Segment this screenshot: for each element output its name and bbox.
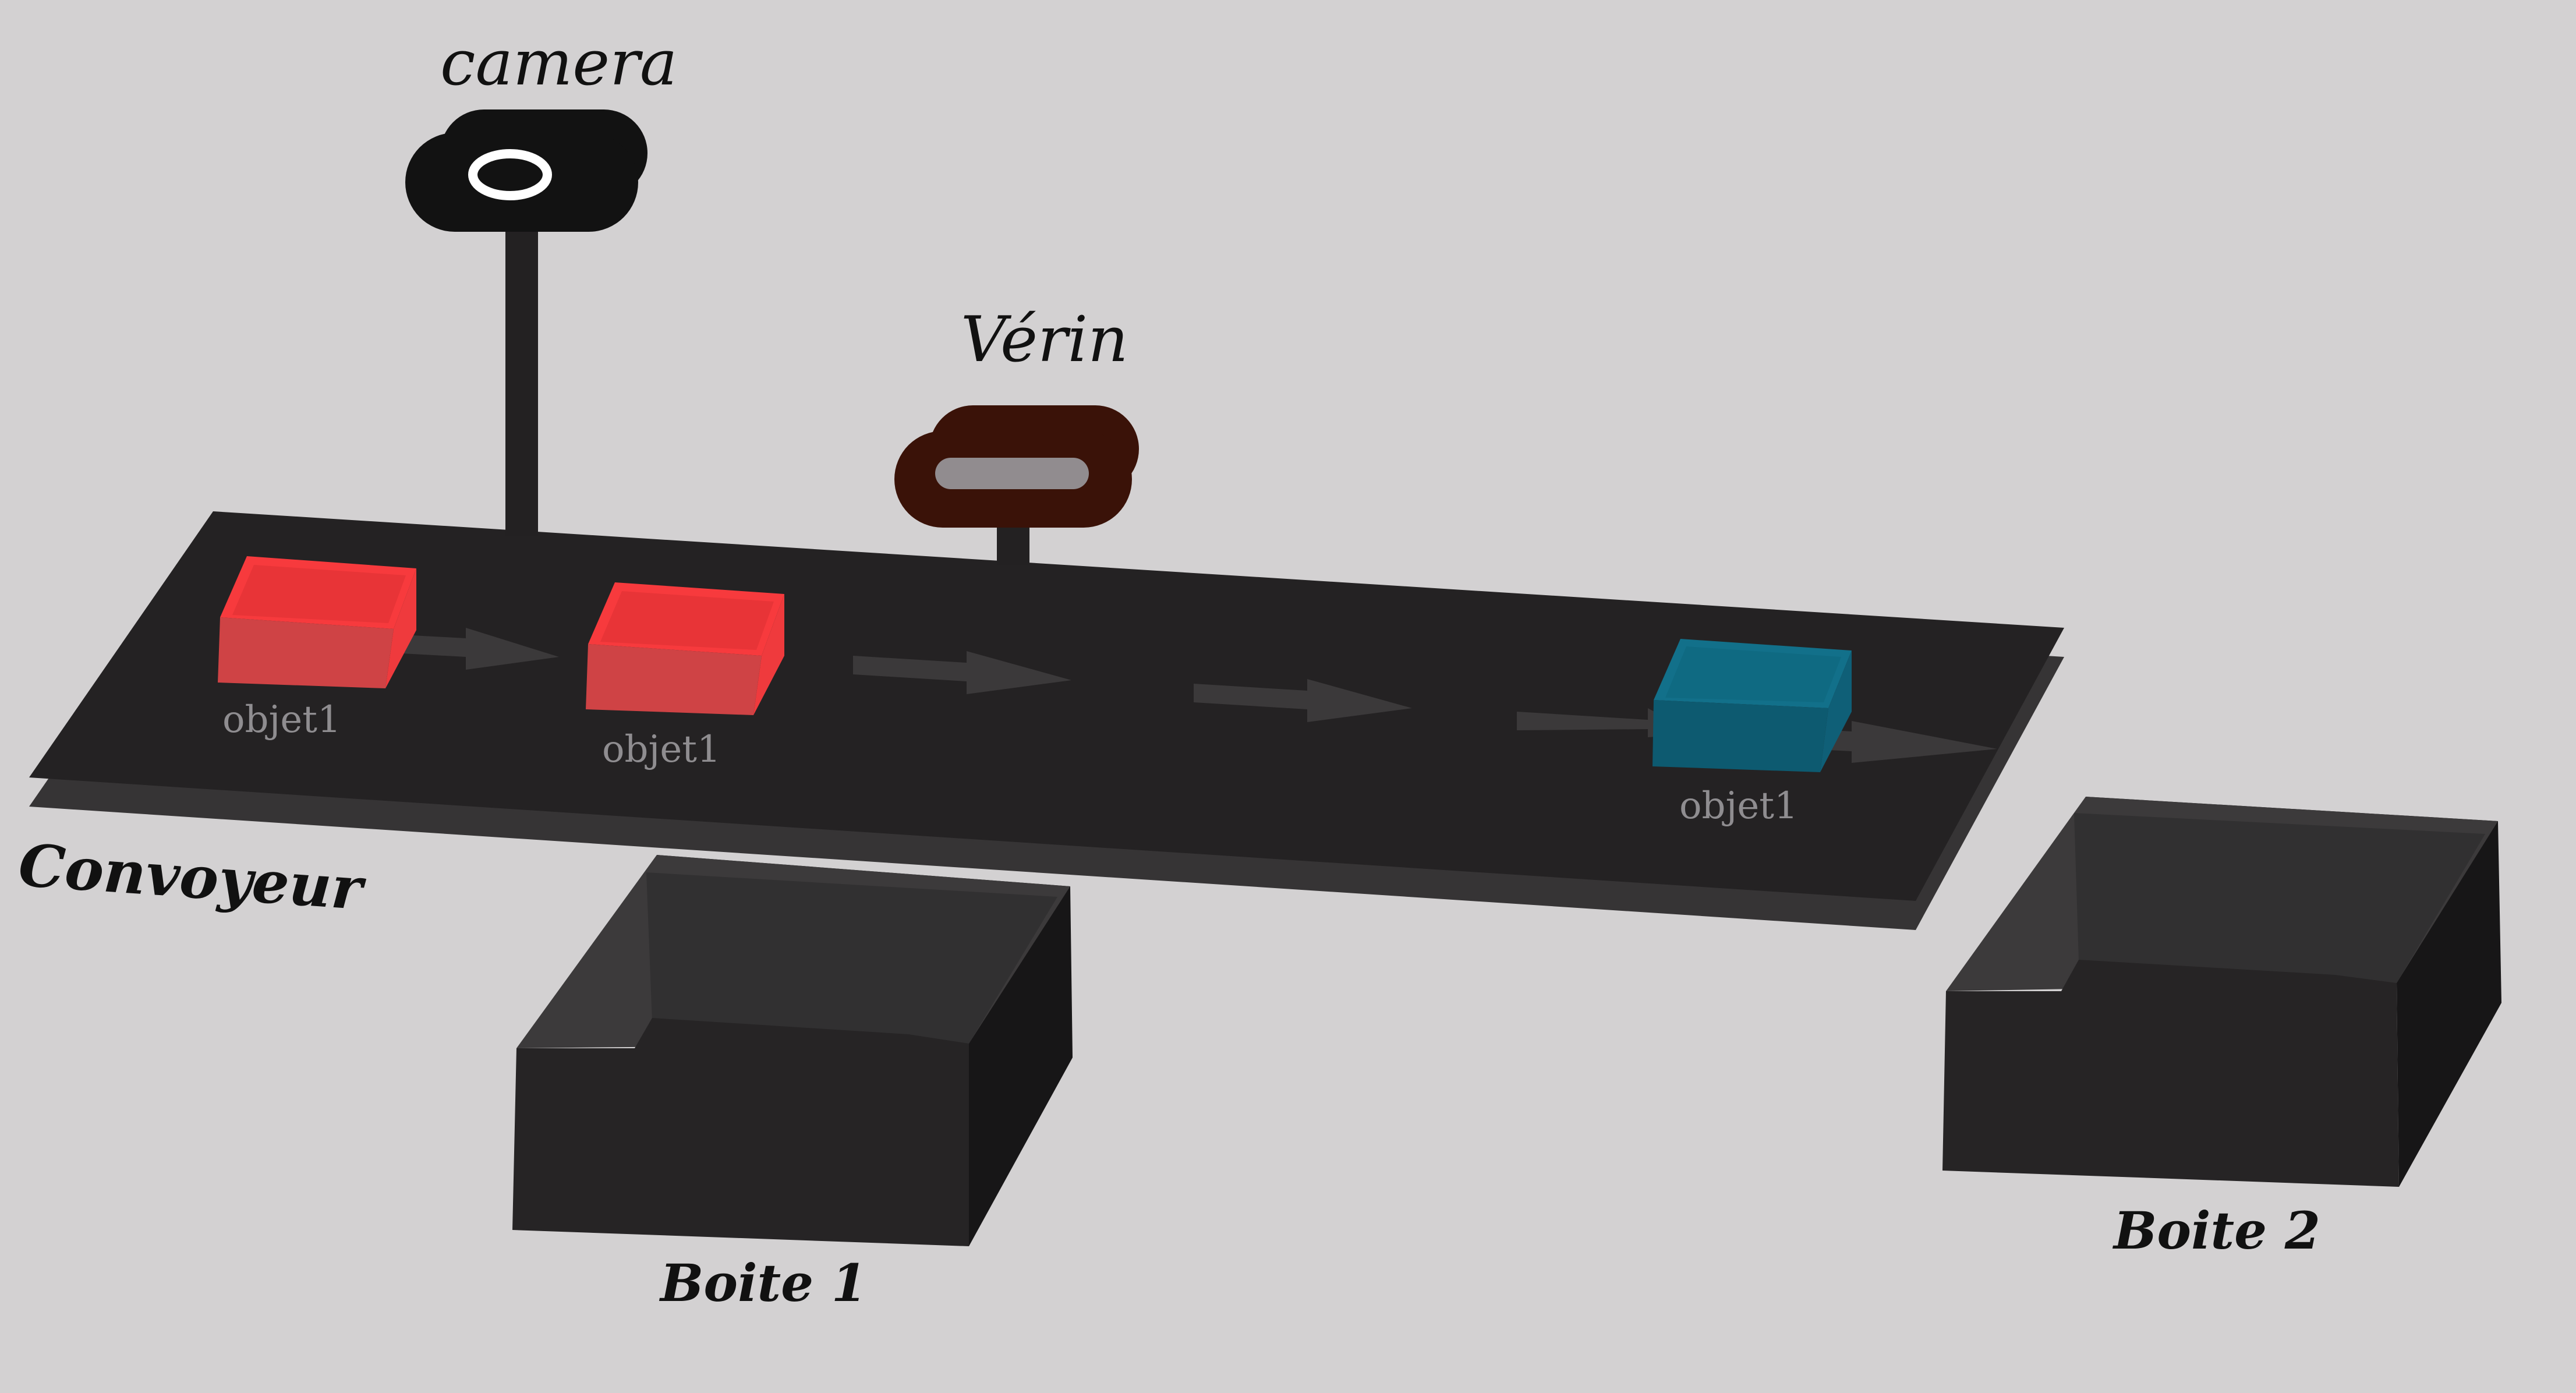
object-label: objet1 [222, 698, 341, 741]
object-box [586, 582, 784, 715]
camera-label: camera [440, 27, 677, 100]
box-2 [1942, 797, 2501, 1187]
arrow-right-icon [853, 651, 1071, 694]
verin-actuator-icon [894, 405, 1139, 528]
verin-label: Vérin [961, 303, 1128, 376]
object-label: objet1 [602, 728, 721, 771]
verin [894, 405, 1139, 565]
camera [405, 109, 647, 536]
box-1 [512, 855, 1073, 1246]
boite-1-label: Boite 1 [659, 1253, 867, 1313]
arrow-right-icon [1517, 708, 1694, 737]
object-box [1653, 639, 1852, 772]
camera-pole [505, 227, 538, 536]
object-label: objet1 [1679, 784, 1798, 828]
arrow-right-icon [1828, 721, 1997, 763]
camera-icon [405, 109, 647, 232]
conveyor-belt [29, 511, 2064, 930]
arrow-right-icon [402, 628, 559, 670]
flow-arrows [402, 628, 1997, 763]
boite-2-label: Boite 2 [2112, 1200, 2320, 1261]
convoyeur-label: Convoyeur [16, 830, 368, 923]
verin-slot [935, 458, 1089, 489]
object-box [218, 556, 416, 688]
arrow-right-icon [1194, 679, 1412, 722]
